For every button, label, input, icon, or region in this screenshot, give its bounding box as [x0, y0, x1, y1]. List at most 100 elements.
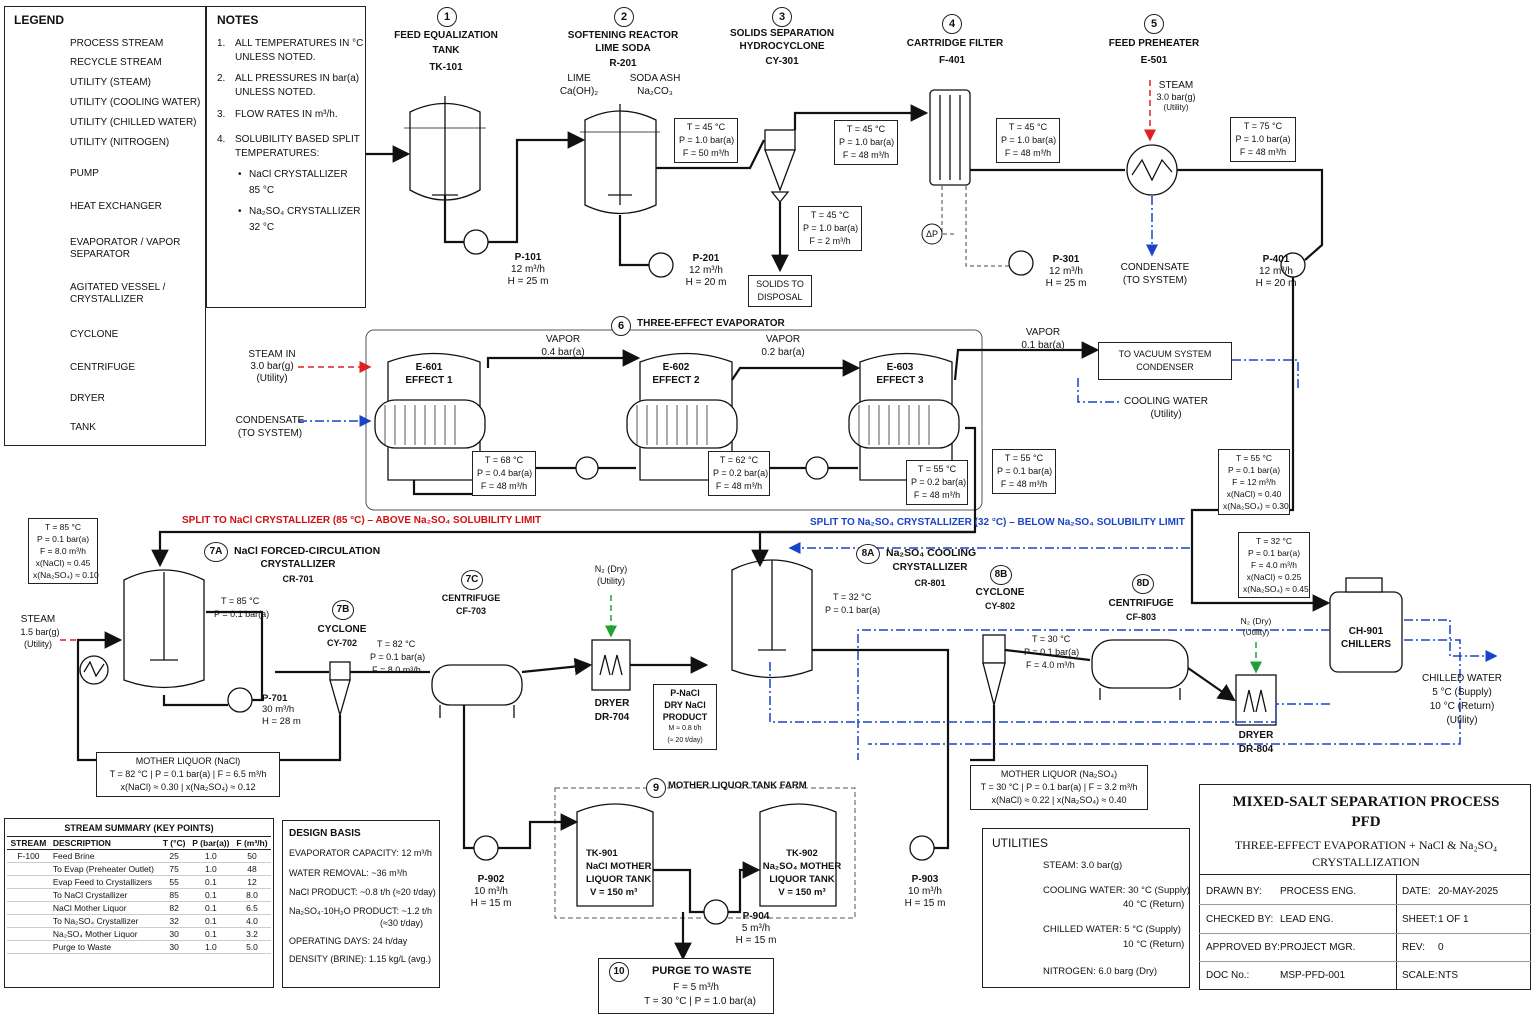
tank-label: LIQUOR TANK — [586, 874, 652, 885]
unit-name: SOFTENING REACTOR — [567, 30, 679, 41]
unit-number: 7C — [461, 570, 483, 590]
steam-label: STEAM — [1158, 80, 1194, 91]
stream-value: P = 0.2 bar(a) — [911, 477, 967, 487]
unit-number: 2 — [614, 7, 634, 27]
table-cell: 1.0 — [188, 849, 233, 863]
n2-label: N₂ (Dry) — [1240, 616, 1272, 626]
purge-value: T = 30 °C | P = 1.0 bar(a) — [644, 996, 756, 1007]
mother-liquor-value: x(NaCl) ≈ 0.30 | x(Na₂SO₄) ≈ 0.12 — [120, 782, 256, 792]
dr-804-dryer — [1235, 674, 1277, 726]
stream-value: T = 75 °C — [1243, 121, 1283, 131]
stream-value: F = 48 m³/h — [1239, 147, 1287, 157]
note-text: SOLUBILITY BASED SPLIT — [235, 134, 360, 145]
stream-value: F = 12 m³/h — [1232, 477, 1276, 487]
condenser-label: TO VACUUM SYSTEM — [1118, 349, 1212, 359]
design-basis-line: (≈30 t/day) — [380, 918, 423, 928]
cooling-water-label: COOLING WATER — [1124, 396, 1208, 407]
table-cell: 30 — [159, 927, 189, 941]
legend-item: UTILITY (COOLING WATER) — [70, 97, 201, 108]
unit-number: 3 — [772, 7, 792, 27]
note-text: UNLESS NOTED. — [235, 52, 316, 63]
stream-value: T = 45 °C — [810, 210, 850, 220]
f-401-filter — [929, 89, 971, 186]
tb-label: CHECKED BY: — [1206, 914, 1274, 925]
stream-value: F = 2 m³/h — [809, 236, 851, 246]
vapor-label: 0.1 bar(a) — [1021, 340, 1065, 351]
tank-farm — [576, 803, 837, 907]
condenser-label: CONDENSER — [1136, 362, 1194, 372]
legend-item: RECYCLE STREAM — [70, 57, 162, 68]
unit-name: DRYER — [1238, 730, 1274, 741]
design-basis-line: EVAPORATOR CAPACITY: 12 m³/h — [289, 848, 432, 858]
tank-label: V = 150 m³ — [590, 887, 638, 898]
legend-item: AGITATED VESSEL / CRYSTALLIZER — [70, 282, 166, 305]
stream-value: P = 1.0 bar(a) — [1001, 135, 1057, 145]
split-label-nacl: SPLIT TO NaCl CRYSTALLIZER (85 °C) – ABO… — [182, 515, 542, 526]
unit-name: CYCLONE — [975, 587, 1025, 598]
table-cell — [7, 940, 50, 954]
unit-tag: DR-704 — [594, 712, 630, 723]
stream-summary-title: STREAM SUMMARY (KEY POINTS) — [7, 821, 271, 837]
table-header-cell: DESCRIPTION — [49, 837, 160, 850]
stream-value: F = 8.0 m³/h — [372, 665, 421, 675]
title-block — [1199, 784, 1531, 990]
mother-liquor-nacl-box: MOTHER LIQUOR (NaCl) T = 82 °C | P = 0.1… — [96, 752, 280, 797]
vapor-label: VAPOR — [765, 334, 801, 345]
split-label-na2so4: SPLIT TO Na₂SO₄ CRYSTALLIZER (32 °C) – B… — [810, 517, 1185, 528]
unit-number: 10 — [609, 962, 629, 982]
unit-number: 8B — [990, 565, 1012, 585]
table-cell: 50 — [232, 849, 271, 863]
legend-item: TANK — [70, 422, 96, 433]
legend-item: PROCESS STREAM — [70, 38, 164, 49]
notes-panel — [206, 6, 366, 308]
table-header-cell: T (°C) — [159, 837, 189, 850]
stream-value: x(Na₂SO₄) ≈ 0.45 — [1243, 584, 1309, 594]
steam-label: 3.0 bar(g) — [1156, 92, 1196, 102]
stream-value: P = 0.1 bar(a) — [36, 534, 90, 544]
note-text: ALL TEMPERATURES IN °C — [235, 38, 364, 49]
tb-label: SCALE: — [1402, 970, 1438, 981]
note-text: 32 °C — [249, 222, 275, 233]
unit-number: 8D — [1132, 574, 1154, 594]
reagent-label: SODA ASH — [629, 73, 681, 84]
design-basis-line: WATER REMOVAL: ~36 m³/h — [289, 868, 408, 878]
effect-label: EFFECT 3 — [876, 375, 924, 386]
effect-label: E-602 — [662, 362, 690, 373]
pumps — [227, 229, 1306, 925]
tb-value: PROJECT MGR. — [1280, 942, 1356, 953]
tank-label: NaCl MOTHER — [586, 861, 652, 872]
legend-item: CENTRIFUGE — [70, 362, 135, 373]
table-cell: Feed Brine — [49, 849, 160, 863]
unit-name: FEED PREHEATER — [1108, 38, 1200, 49]
table-cell: 0.1 — [188, 875, 233, 889]
stream-value: P = 0.1 bar(a) — [1227, 465, 1281, 475]
tank-label: V = 150 m³ — [778, 887, 826, 898]
n2-label: (Utility) — [597, 576, 625, 586]
unit-name: PURGE TO WASTE — [652, 965, 752, 977]
table-cell — [7, 875, 50, 889]
chilled-water-label: (Utility) — [1446, 715, 1478, 726]
drawing-subtitle: CRYSTALLIZATION — [1312, 855, 1420, 869]
chiller-label: CH-901 — [1348, 626, 1384, 637]
nitrogen-lines — [605, 595, 1262, 674]
table-cell — [7, 901, 50, 915]
purge-value: F = 5 m³/h — [673, 982, 719, 993]
table-header-cell: P (bar(a)) — [188, 837, 233, 850]
product-label: (≈ 20 t/day) — [667, 737, 703, 744]
tb-label: SHEET: — [1402, 914, 1438, 925]
steam-label: STEAM — [20, 614, 56, 625]
